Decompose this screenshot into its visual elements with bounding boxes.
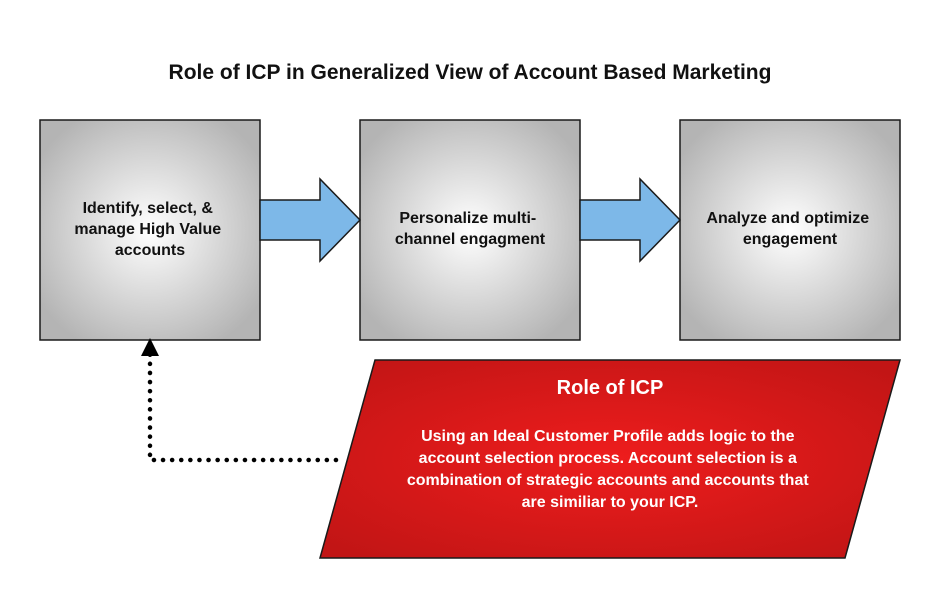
step-label-line: manage High Value bbox=[74, 221, 221, 238]
step-label-line: Identify, select, & bbox=[83, 200, 214, 217]
icp-body: Using an Ideal Customer Profile adds log… bbox=[407, 428, 813, 511]
diagram-title: Role of ICP in Generalized View of Accou… bbox=[169, 61, 772, 84]
step-label-line: accounts bbox=[115, 242, 185, 259]
step-label-line: engagement bbox=[743, 231, 838, 248]
step-box-analyze: Analyze and optimize engagement bbox=[679, 119, 901, 341]
step-box-identify-text: Identify, select, & manage High Value ac… bbox=[74, 200, 225, 259]
icp-body-line: Using an Ideal Customer Profile adds log… bbox=[421, 428, 794, 445]
step-box-personalize-text: Personalize multi- channel engagment bbox=[395, 210, 546, 248]
icp-heading: Role of ICP bbox=[557, 377, 664, 399]
icp-callout: Role of ICP Using an Ideal Customer Prof… bbox=[319, 359, 901, 559]
icp-body-line: account selection process. Account selec… bbox=[419, 450, 797, 467]
step-box-personalize: Personalize multi- channel engagment bbox=[359, 119, 581, 341]
step-box-analyze-text: Analyze and optimize engagement bbox=[706, 210, 873, 248]
step-label-line: Personalize multi- bbox=[399, 210, 536, 227]
flow-arrow-2 bbox=[579, 177, 682, 263]
icp-body-line: combination of strategic accounts and ac… bbox=[407, 472, 810, 489]
connector-arrowhead-icon bbox=[141, 338, 159, 356]
dotted-connector bbox=[141, 338, 339, 463]
step-label-line: Analyze and optimize bbox=[706, 210, 869, 227]
flow-arrow-1 bbox=[259, 177, 362, 263]
step-label-line: channel engagment bbox=[395, 231, 546, 248]
icp-body-line: are similiar to your ICP. bbox=[522, 494, 699, 511]
step-box-identify: Identify, select, & manage High Value ac… bbox=[39, 119, 261, 341]
